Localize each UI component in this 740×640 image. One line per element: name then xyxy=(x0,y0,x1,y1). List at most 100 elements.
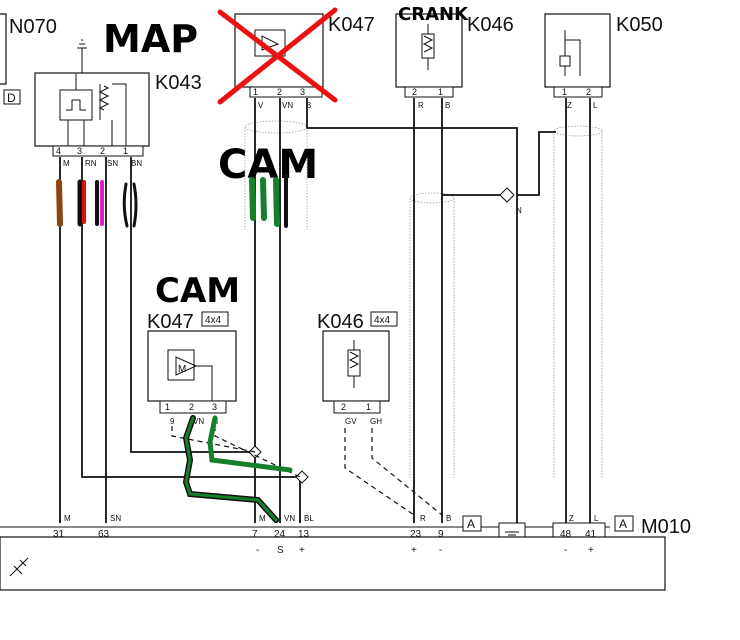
k050-wire-l: L xyxy=(593,101,598,110)
m010-tag-a1: A xyxy=(467,517,475,531)
mark-white xyxy=(122,182,138,228)
k047-lower-code: K047 xyxy=(147,311,194,333)
annotation-cam-mid-text: CAM xyxy=(155,271,240,311)
k046-lower-pin-1: 1 xyxy=(366,402,371,412)
mark-green-lower-1b xyxy=(184,416,278,522)
m010-pin-48: 48 xyxy=(560,529,572,540)
k046-top-wire-b: B xyxy=(445,101,450,110)
k043-pin-1: 1 xyxy=(123,146,128,156)
component-k050: K050 1 2 Z L xyxy=(544,13,663,110)
mark-green-2 xyxy=(260,177,267,221)
ground-symbol xyxy=(77,39,87,73)
k043-pin-2: 2 xyxy=(100,146,105,156)
m010-wire-bl: BL xyxy=(304,514,314,523)
k047-top-wire-b: B xyxy=(306,101,311,110)
k047-lower-pin-2: 2 xyxy=(189,402,194,412)
component-k047-lower: K047 4x4 M 1 2 3 9 VN B xyxy=(147,311,237,426)
m010-pin-9: 9 xyxy=(438,529,444,540)
ecu-m010: A A M010 M SN M VN BL R B Z L 31 63 7 24… xyxy=(0,514,691,591)
m010-sign-2: S xyxy=(277,545,284,556)
k046-lower-pin-2: 2 xyxy=(341,402,346,412)
m010-wire-m: M xyxy=(64,514,71,523)
splice-n-label: N xyxy=(516,206,522,215)
mark-green-3 xyxy=(273,177,280,227)
component-k047-top: K047 1 2 3 V VN B xyxy=(234,13,375,110)
m010-pin-23: 23 xyxy=(410,529,422,540)
m010-code: M010 xyxy=(641,516,691,538)
component-k046-top: K046 2 1 R B xyxy=(395,13,514,110)
k047-lower-badge: 4x4 xyxy=(205,315,222,326)
splice-cam-2 xyxy=(295,470,309,484)
mark-brown xyxy=(56,179,63,227)
k050-pin-2: 2 xyxy=(586,87,591,97)
k043-wire-rn: RN xyxy=(85,159,97,168)
k046-top-pin-1: 1 xyxy=(438,87,443,97)
annotation-map-text: MAP xyxy=(103,17,198,61)
m010-pin-63: 63 xyxy=(98,529,110,540)
k046-top-pin-2: 2 xyxy=(412,87,417,97)
svg-text:M: M xyxy=(178,364,186,375)
k050-code: K050 xyxy=(616,14,663,36)
k046-top-code: K046 xyxy=(467,14,514,36)
m010-sign-5: - xyxy=(439,545,442,556)
mark-green-lower-2 xyxy=(207,415,293,473)
m010-sign-3: + xyxy=(299,545,305,556)
annotation-cam-top: CAM xyxy=(218,142,318,188)
k047-top-wire-v: V xyxy=(258,101,264,110)
k050-wire-z: Z xyxy=(567,101,572,110)
annotation-cam-mid: CAM xyxy=(155,271,240,311)
m010-wire-r: R xyxy=(420,514,426,523)
m010-pin-7: 7 xyxy=(252,529,258,540)
k046-top-wire-r: R xyxy=(418,101,424,110)
m010-wire-sn: SN xyxy=(110,514,121,523)
m010-pin-24: 24 xyxy=(274,529,286,540)
m010-sign-7: + xyxy=(588,545,594,556)
m010-wire-z: Z xyxy=(569,514,574,523)
n070-code: N070 xyxy=(9,16,57,38)
m010-tag-a2: A xyxy=(619,517,627,531)
k043-pin-3: 3 xyxy=(77,146,82,156)
k047-top-wire-vn: VN xyxy=(282,101,293,110)
k046-lower-wire-gh: GH xyxy=(370,417,382,426)
k050-pin-1: 1 xyxy=(562,87,567,97)
k047-top-pin-1: 1 xyxy=(253,87,258,97)
k047-lower-wire-9: 9 xyxy=(170,417,175,426)
component-n070: N070 D xyxy=(0,13,57,105)
m010-wire-vn: VN xyxy=(284,514,295,523)
k047-top-code: K047 xyxy=(328,14,375,36)
annotation-crank-text: CRANK xyxy=(398,4,469,25)
splice-n xyxy=(499,187,515,203)
component-k046-lower: K046 4x4 2 1 GV GH xyxy=(317,311,398,426)
k043-code: K043 xyxy=(155,72,202,94)
m010-sign-4: + xyxy=(411,545,417,556)
m010-pin-13: 13 xyxy=(298,529,310,540)
k043-wire-m: M xyxy=(63,159,70,168)
n070-tag: D xyxy=(7,91,16,105)
k046-lower-code: K046 xyxy=(317,311,364,333)
m010-pin-41: 41 xyxy=(585,529,597,540)
mark-green-1 xyxy=(249,177,256,221)
k047-top-pin-3: 3 xyxy=(300,87,305,97)
splice-points xyxy=(248,187,515,484)
k043-wire-bn: BN xyxy=(131,159,142,168)
k043-sensor-symbol xyxy=(59,74,127,146)
k047-lower-pin-3: 3 xyxy=(212,402,217,412)
annotation-map: MAP xyxy=(103,17,198,61)
k043-wire-sn: SN xyxy=(107,159,118,168)
annotation-cam-top-text: CAM xyxy=(218,142,318,188)
m010-wire-m2: M xyxy=(259,514,266,523)
annotation-crank: CRANK xyxy=(398,4,469,25)
k047-lower-wire-vn: VN xyxy=(193,417,204,426)
wire-color-marks xyxy=(56,174,293,523)
m010-pin-31: 31 xyxy=(53,529,65,540)
m010-sign-1: - xyxy=(256,545,259,556)
m010-wire-b: B xyxy=(446,514,451,523)
k043-pin-4: 4 xyxy=(56,146,61,156)
annotation-cross xyxy=(217,7,338,105)
k047-top-pin-2: 2 xyxy=(277,87,282,97)
k046-lower-badge: 4x4 xyxy=(374,315,391,326)
k046-lower-wire-gv: GV xyxy=(345,417,357,426)
m010-wire-l: L xyxy=(594,514,599,523)
m010-sign-6: - xyxy=(564,545,567,556)
